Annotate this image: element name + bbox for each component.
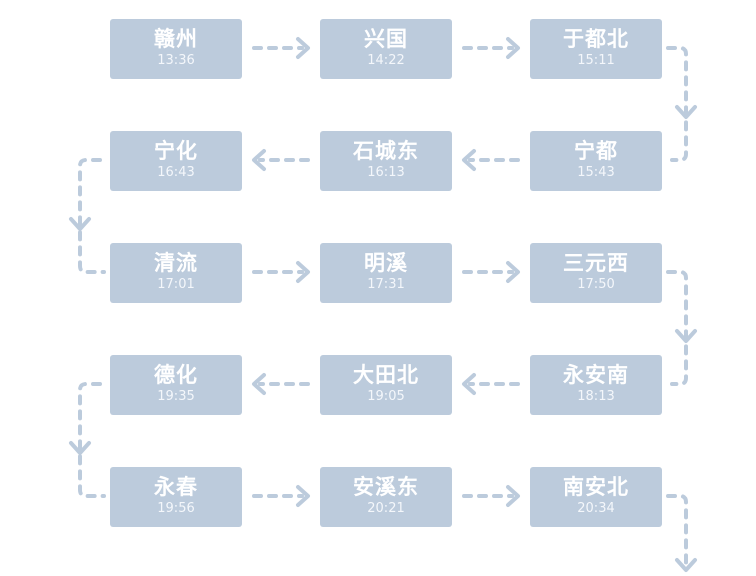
station-name: 安溪东: [353, 475, 419, 499]
station-box: 永春 19:56: [110, 467, 242, 527]
arrow-head-icon: [69, 217, 91, 231]
connector-continue: [666, 494, 688, 568]
station-time: 15:11: [577, 53, 615, 68]
station-box: 安溪东 20:21: [320, 467, 452, 527]
station-time: 19:56: [157, 501, 195, 516]
station-name: 明溪: [364, 251, 408, 275]
connector-turn: [78, 382, 106, 498]
station-box: 于都北 15:11: [530, 19, 662, 79]
station-name: 于都北: [563, 27, 629, 51]
station-name: 兴国: [364, 27, 408, 51]
arrow-head-icon: [675, 558, 697, 572]
station-name: 德化: [154, 363, 198, 387]
station-box: 清流 17:01: [110, 243, 242, 303]
station-time: 20:34: [577, 501, 615, 516]
connector-turn: [666, 46, 688, 162]
station-box: 德化 19:35: [110, 355, 242, 415]
station-time: 18:13: [577, 389, 615, 404]
arrow-head-icon: [506, 261, 520, 283]
station-time: 16:13: [367, 165, 405, 180]
arrow-head-icon: [296, 485, 310, 507]
arrow-head-icon: [69, 441, 91, 455]
station-time: 16:43: [157, 165, 195, 180]
station-box: 兴国 14:22: [320, 19, 452, 79]
station-name: 宁化: [154, 139, 198, 163]
arrow-head-icon: [675, 329, 697, 343]
station-box: 南安北 20:34: [530, 467, 662, 527]
station-box: 赣州 13:36: [110, 19, 242, 79]
connector-turn: [666, 270, 688, 386]
arrow-head-icon: [675, 105, 697, 119]
station-time: 20:21: [367, 501, 405, 516]
station-name: 石城东: [353, 139, 419, 163]
arrow-head-icon: [506, 37, 520, 59]
station-time: 17:50: [577, 277, 615, 292]
arrow-head-icon: [462, 149, 476, 171]
station-time: 19:05: [367, 389, 405, 404]
station-box: 石城东 16:13: [320, 131, 452, 191]
arrow-head-icon: [462, 373, 476, 395]
arrow-head-icon: [252, 149, 266, 171]
station-time: 17:31: [367, 277, 405, 292]
arrow-head-icon: [296, 261, 310, 283]
station-name: 南安北: [563, 475, 629, 499]
station-name: 三元西: [563, 251, 629, 275]
station-name: 赣州: [154, 27, 198, 51]
station-box: 三元西 17:50: [530, 243, 662, 303]
station-time: 15:43: [577, 165, 615, 180]
station-box: 宁化 16:43: [110, 131, 242, 191]
station-name: 永安南: [563, 363, 629, 387]
station-box: 永安南 18:13: [530, 355, 662, 415]
station-box: 宁都 15:43: [530, 131, 662, 191]
station-time: 17:01: [157, 277, 195, 292]
arrow-head-icon: [296, 37, 310, 59]
station-time: 19:35: [157, 389, 195, 404]
station-name: 清流: [154, 251, 198, 275]
station-name: 宁都: [574, 139, 618, 163]
station-box: 大田北 19:05: [320, 355, 452, 415]
station-name: 大田北: [353, 363, 419, 387]
station-box: 明溪 17:31: [320, 243, 452, 303]
station-time: 14:22: [367, 53, 405, 68]
arrow-head-icon: [506, 485, 520, 507]
station-name: 永春: [154, 475, 198, 499]
connector-turn: [78, 158, 106, 274]
arrow-head-icon: [252, 373, 266, 395]
station-time: 13:36: [157, 53, 195, 68]
